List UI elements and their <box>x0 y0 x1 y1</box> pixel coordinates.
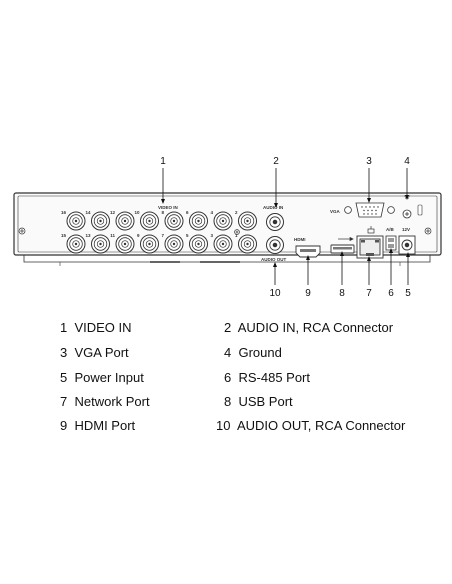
callout-number: 5 <box>405 288 411 299</box>
bnc-channel-number: 16 <box>61 210 67 215</box>
callout-arrowheads <box>161 195 410 267</box>
bnc-connector: 10 <box>134 210 159 231</box>
legend-number: 5 <box>60 370 68 385</box>
bnc-channel-number: 11 <box>110 233 115 238</box>
legend-text: AUDIO IN, RCA Connector <box>237 320 394 335</box>
callout-number: 10 <box>269 288 281 299</box>
bnc-channel-number: 12 <box>110 210 116 215</box>
bnc-connector: 2 <box>235 210 257 231</box>
legend-item-video-in: 1 VIDEO IN <box>60 320 132 335</box>
callout-number: 8 <box>339 288 345 299</box>
screw-icon <box>424 227 432 235</box>
screw-icon <box>234 229 240 235</box>
bnc-connector: 5 <box>186 233 208 254</box>
bnc-connector: 6 <box>186 210 208 231</box>
legend-item-rs485: 6 RS-485 Port <box>224 370 310 385</box>
bnc-connector: 16 <box>61 210 86 231</box>
legend-text: Power Input <box>74 370 144 385</box>
hdmi-label: HDMI <box>294 237 306 242</box>
bnc-channel-number: 2 <box>235 210 238 215</box>
power-port <box>398 235 416 255</box>
legend-item-usb: 8 USB Port <box>224 394 293 409</box>
bnc-channel-number: 14 <box>85 210 91 215</box>
legend-number: 1 <box>60 320 68 335</box>
bnc-connector: 8 <box>161 210 184 231</box>
legend-text: HDMI Port <box>74 418 136 433</box>
bnc-connector: 9 <box>137 233 159 254</box>
callout-number: 1 <box>160 156 166 167</box>
legend-item-audio-out: 10 AUDIO OUT, RCA Connector <box>216 418 405 433</box>
bnc-connector: 1 <box>235 233 257 254</box>
bnc-channel-number: 7 <box>161 233 164 238</box>
callout-number: 4 <box>404 156 410 167</box>
legend-number: 9 <box>60 418 68 433</box>
callout-number: 3 <box>366 156 372 167</box>
power-label: 12V <box>402 227 410 232</box>
legend-number: 4 <box>224 345 232 360</box>
legend-number: 8 <box>224 394 232 409</box>
vga-port <box>344 202 395 218</box>
audio-out-label: AUDIO OUT <box>261 257 287 262</box>
legend-text: AUDIO OUT, RCA Connector <box>236 418 406 433</box>
rs485-port <box>385 235 397 251</box>
usb-port <box>330 244 355 254</box>
legend-number: 6 <box>224 370 232 385</box>
legend-text: USB Port <box>238 394 293 409</box>
bnc-channel-number: 8 <box>161 210 164 215</box>
vent-slot <box>417 204 423 216</box>
legend-text: VGA Port <box>74 345 129 360</box>
callout-leader-lines <box>162 168 409 285</box>
bnc-channel-number: 3 <box>210 233 213 238</box>
network-icon <box>367 226 375 234</box>
bnc-connector: 11 <box>110 233 135 254</box>
vga-label: VGA <box>330 209 341 214</box>
bnc-channel-number: 1 <box>235 233 238 238</box>
audio-in-rca-connector <box>266 213 284 231</box>
bnc-connector: 4 <box>210 210 233 231</box>
legend-item-vga: 3 VGA Port <box>60 345 129 360</box>
legend-item-network: 7 Network Port <box>60 394 150 409</box>
audio-in-label: AUDIO IN <box>263 205 283 210</box>
bnc-connector: 14 <box>85 210 110 231</box>
callout-number: 9 <box>305 288 311 299</box>
audio-out-rca-connector <box>266 236 284 254</box>
hdmi-port <box>295 245 321 258</box>
bnc-connector: 7 <box>161 233 184 254</box>
bnc-channel-number: 6 <box>186 210 189 215</box>
callout-number: 7 <box>366 288 372 299</box>
legend-number: 2 <box>224 320 232 335</box>
usb-icon <box>338 236 354 242</box>
legend-text: RS-485 Port <box>238 370 311 385</box>
legend-number: 10 <box>216 418 231 433</box>
legend-item-audio-in: 2 AUDIO IN, RCA Connector <box>224 320 393 335</box>
bnc-channel-number: 13 <box>85 233 91 238</box>
ab-label: A/B <box>386 227 395 232</box>
network-port <box>356 235 384 259</box>
callout-number: 6 <box>388 288 394 299</box>
bnc-channel-number: 10 <box>134 210 140 215</box>
legend-number: 3 <box>60 345 68 360</box>
bnc-connector: 15 <box>61 233 86 254</box>
bnc-channel-number: 9 <box>137 233 140 238</box>
screw-icon <box>18 227 26 235</box>
legend-text: Ground <box>238 345 282 360</box>
legend-text: VIDEO IN <box>74 320 132 335</box>
bnc-connector: 3 <box>210 233 233 254</box>
legend-item-power: 5 Power Input <box>60 370 144 385</box>
legend-item-ground: 4 Ground <box>224 345 282 360</box>
video-in-bnc-connectors: 16 15 14 13 12 11 10 9 8 7 6 5 4 3 2 1 <box>61 210 257 254</box>
legend-number: 7 <box>60 394 68 409</box>
bnc-channel-number: 4 <box>210 210 213 215</box>
legend-item-hdmi: 9 HDMI Port <box>60 418 135 433</box>
bnc-connector: 13 <box>85 233 110 254</box>
video-in-label: VIDEO IN <box>158 205 178 210</box>
callout-number: 2 <box>273 156 279 167</box>
bnc-channel-number: 15 <box>61 233 67 238</box>
legend-text: Network Port <box>74 394 150 409</box>
bnc-connector: 12 <box>110 210 135 231</box>
bnc-channel-number: 5 <box>186 233 189 238</box>
